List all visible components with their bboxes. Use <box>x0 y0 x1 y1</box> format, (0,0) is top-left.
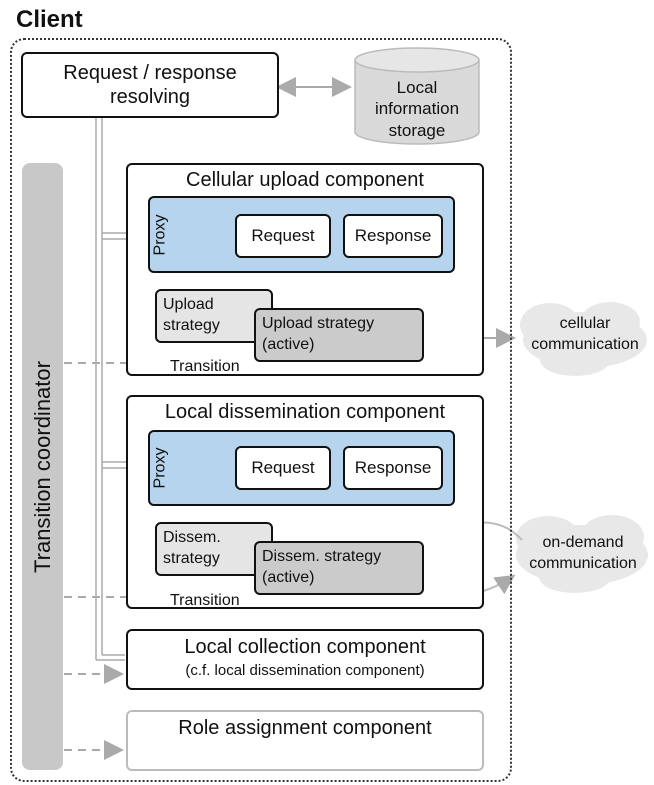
transition-coordinator: Transition coordinator <box>22 163 63 770</box>
role-assignment-title: Role assignment component <box>178 717 432 739</box>
dissem-strategy: Dissem. strategy <box>155 522 273 576</box>
cellular-transition-label: Transition <box>170 358 240 375</box>
cellular-proxy-label-wrap: Proxy <box>148 196 172 273</box>
local-collection-subtitle: (c.f. local dissemination component) <box>185 662 425 679</box>
local-collection-component: Local collection component (c.f. local d… <box>126 629 484 690</box>
client-boundary <box>10 38 512 782</box>
dissem-proxy-label-wrap: Proxy <box>148 430 172 506</box>
cellular-communication-cloud: cellular communication <box>531 315 639 353</box>
transition-coordinator-label: Transition coordinator <box>29 360 55 573</box>
cellular-upload-title: Cellular upload component <box>186 169 424 191</box>
local-information-storage: Local information storage <box>374 78 460 140</box>
ondemand-communication-cloud: on-demand communication <box>529 534 637 572</box>
storage-cylinder-shape <box>354 47 480 145</box>
local-dissemination-title: Local dissemination component <box>164 401 446 423</box>
cellular-upload-strategy-active: Upload strategy (active) <box>254 308 424 362</box>
cellular-proxy-label: Proxy <box>151 214 168 255</box>
dissem-request-box: Request <box>235 446 331 490</box>
cellular-cloud-shape <box>520 302 647 376</box>
cellular-response-box: Response <box>343 214 443 258</box>
request-response-resolving: Request / response resolving <box>21 52 279 118</box>
cellular-upload-strategy: Upload strategy <box>155 289 273 343</box>
role-assignment-component: Role assignment component <box>126 710 484 771</box>
ondemand-cloud-shape <box>516 515 648 593</box>
dissem-response-box: Response <box>343 446 443 490</box>
dissem-strategy-active: Dissem. strategy (active) <box>254 541 424 595</box>
client-title: Client <box>16 6 83 33</box>
dissem-proxy-label: Proxy <box>151 447 168 489</box>
dissem-transition-label: Transition <box>170 592 240 609</box>
local-collection-title: Local collection component <box>184 636 426 658</box>
cellular-request-box: Request <box>235 214 331 258</box>
